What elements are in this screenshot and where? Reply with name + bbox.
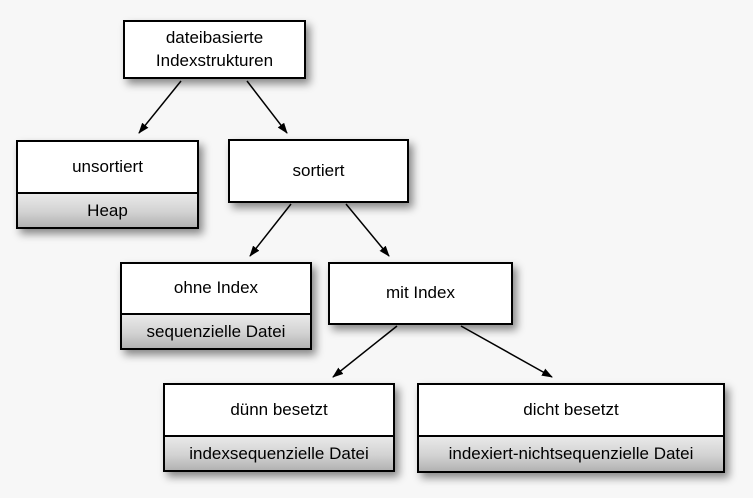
node-label: unsortiert (72, 156, 143, 176)
node-sublabel: Heap (18, 192, 197, 227)
node-unsortiert: unsortiert Heap (16, 140, 199, 229)
edge-mit-index-duenn-besetzt (332, 325, 398, 378)
node-sublabel: indexsequenzielle Datei (165, 435, 393, 470)
node-label: dünn besetzt (230, 399, 328, 419)
edge-sortiert-ohne-index (249, 203, 292, 257)
node-sublabel: sequenzielle Datei (122, 313, 310, 348)
edge-root-sortiert (246, 80, 288, 134)
node-label: sortiert (292, 160, 345, 180)
node-ohne-index: ohne Index sequenzielle Datei (120, 262, 312, 350)
node-label: dicht besetzt (523, 399, 619, 419)
node-sublabel: indexiert-nichtsequenzielle Datei (419, 435, 723, 471)
node-label: dateibasierte Indexstrukturen (155, 27, 274, 70)
edge-sortiert-mit-index (345, 203, 390, 257)
node-label: ohne Index (173, 278, 259, 298)
node-mit-index: mit Index (328, 262, 513, 325)
edge-mit-index-dicht-besetzt (460, 325, 553, 378)
node-sortiert: sortiert (228, 139, 409, 203)
node-label: mit Index (386, 283, 455, 303)
node-duenn-besetzt: dünn besetzt indexsequenzielle Datei (163, 383, 395, 472)
node-dicht-besetzt: dicht besetzt indexiert-nichtsequenziell… (417, 383, 725, 473)
edge-root-unsortiert (138, 80, 182, 134)
node-dateibasierte-indexstrukturen: dateibasierte Indexstrukturen (123, 20, 306, 79)
